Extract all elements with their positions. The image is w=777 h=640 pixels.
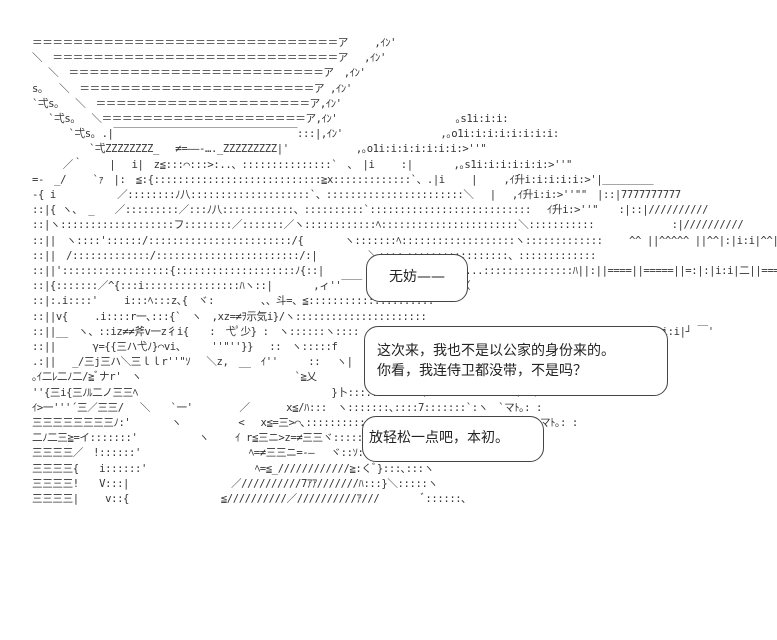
bubble-3-text: 放轻松一点吧，本初。 xyxy=(369,430,509,446)
speech-bubble-3: 放轻松一点吧，本初。 xyxy=(362,416,544,462)
bubble-2-line-1: 这次来，我也不是以公家的身份来的。 xyxy=(377,343,615,359)
bubble-2-line-2: 你看，我连侍卫都没带，不是吗？ xyxy=(377,363,587,379)
bubble-1-text: 无妨—— xyxy=(389,269,445,285)
speech-bubble-2: 这次来，我也不是以公家的身份来的。 你看，我连侍卫都没带，不是吗？ xyxy=(364,326,668,396)
speech-bubble-1: 无妨—— xyxy=(366,254,468,302)
